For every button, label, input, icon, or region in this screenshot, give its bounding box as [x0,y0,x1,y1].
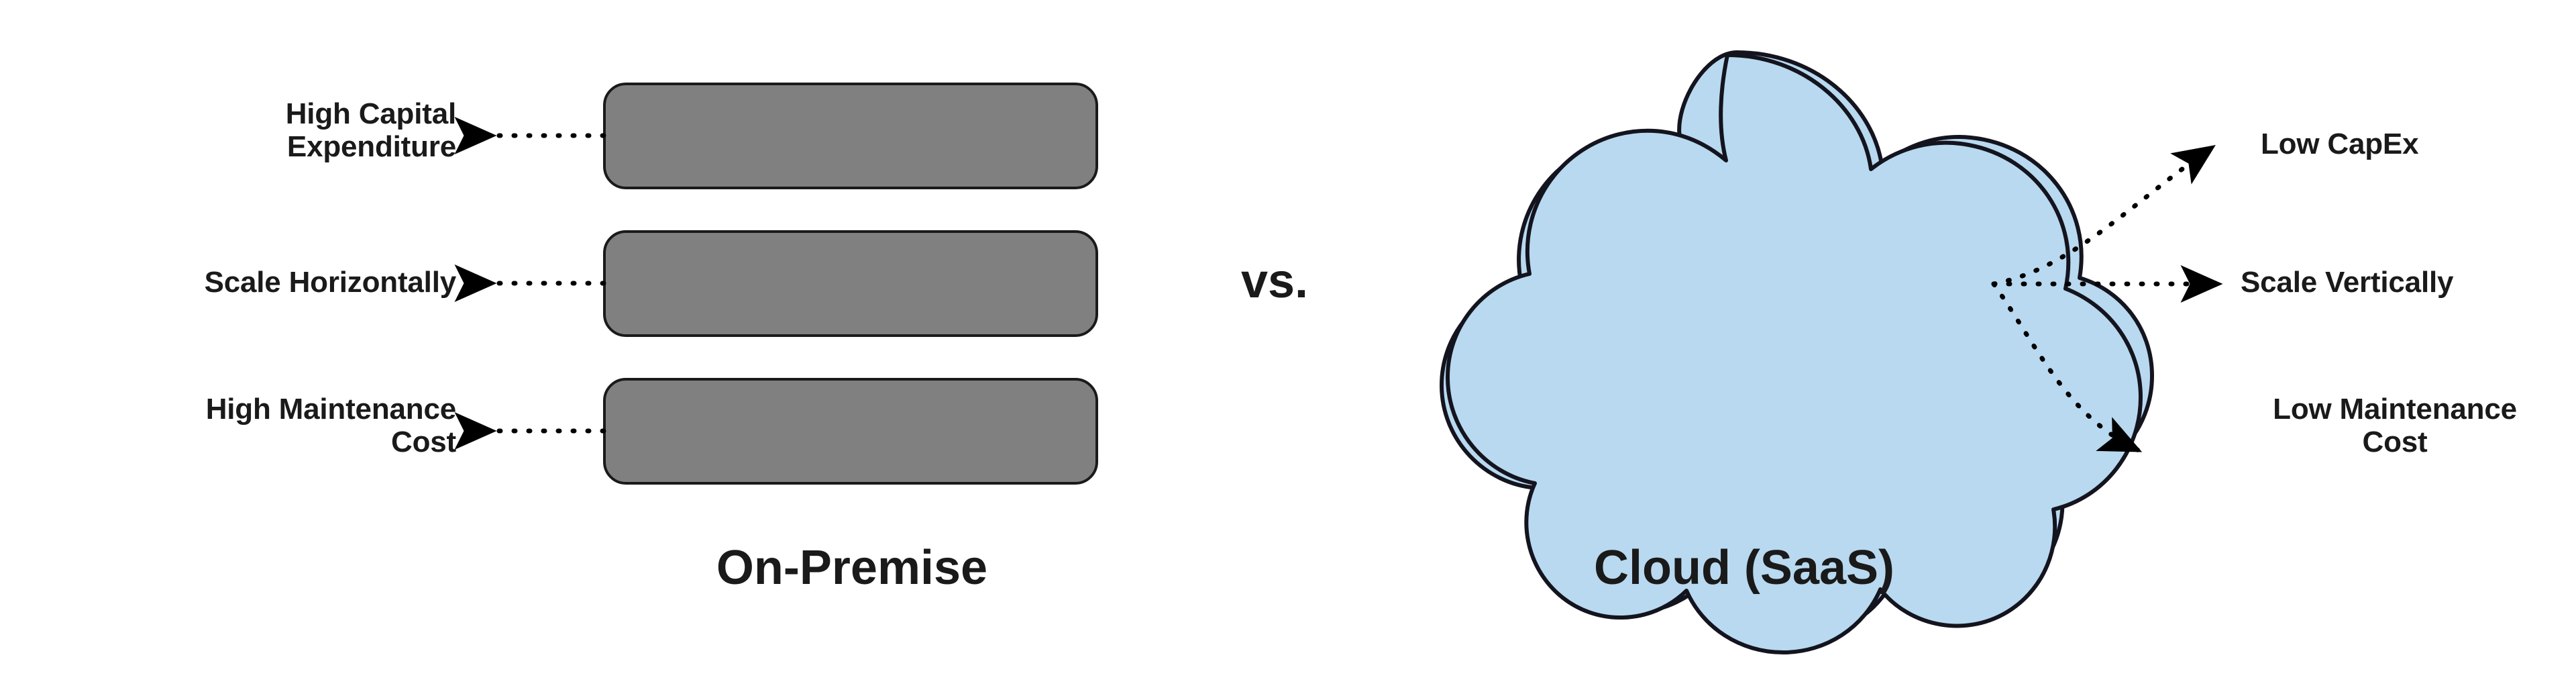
arrow-low-maintenance-cost [1991,281,2143,454]
caption-on-premise: On-Premise [716,541,988,595]
cloud-body [1446,53,2143,654]
comparator-vs: vs. [1240,254,1309,308]
cloud-shape[interactable] [1440,50,2154,654]
label-low-maintenance-cost: Low Maintenance Cost [2273,393,2517,459]
label-scale-horizontally: Scale Horizontally [204,266,457,299]
onprem-arrows [454,117,606,450]
label-low-capex: Low CapEx [2261,128,2419,160]
label-high-capital-expenditure: High Capital Expenditure [285,97,456,164]
server-box-2[interactable] [603,230,1098,337]
label-scale-vertically: Scale Vertically [2241,266,2454,299]
server-stack [603,83,1098,485]
label-high-maintenance-cost: High Maintenance Cost [205,393,456,459]
arrow-low-capex [1991,144,2216,287]
server-box-3[interactable] [603,378,1098,485]
server-box-1[interactable] [603,83,1098,189]
cloud-arrows [1991,144,2223,454]
caption-cloud-saas: Cloud (SaaS) [1593,541,1895,595]
